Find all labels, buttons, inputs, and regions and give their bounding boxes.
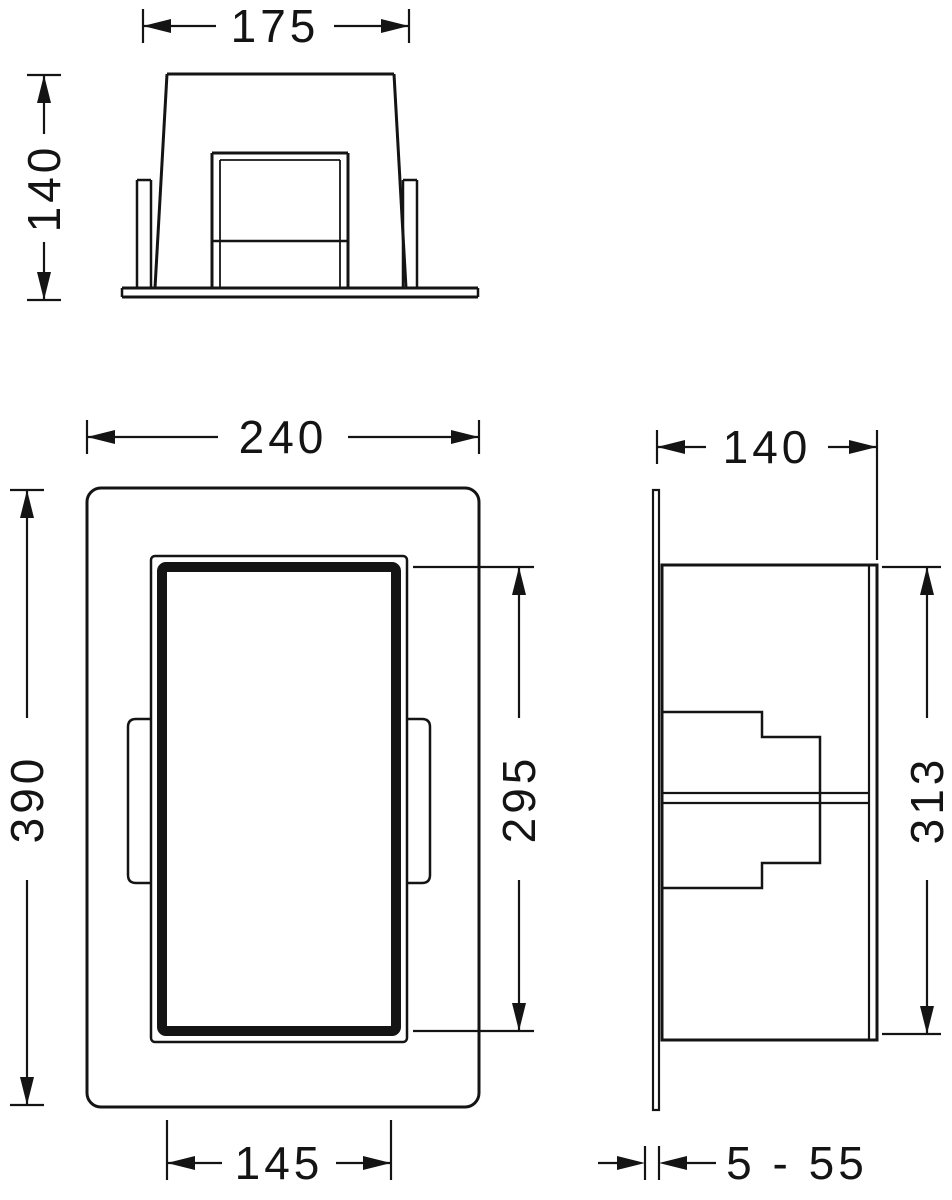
arrow-right <box>363 1156 391 1170</box>
arrow-right <box>451 430 479 444</box>
arrow-up <box>37 75 51 103</box>
arrow-up <box>20 490 34 518</box>
arrow-right <box>617 1156 645 1170</box>
niche-frame-band <box>157 562 401 1036</box>
right-clip <box>407 717 432 885</box>
arrow-right <box>381 19 409 33</box>
arrow-left <box>143 19 171 33</box>
arrow-down <box>920 1006 934 1034</box>
dim-label-top-height: 140 <box>18 144 70 233</box>
dim-top-height: 140 <box>18 73 70 302</box>
arrow-left <box>659 1156 687 1170</box>
dim-front-inner-height: 295 <box>413 565 545 1033</box>
dim-front-outer-height: 390 <box>1 488 53 1107</box>
dim-front-inner-width: 145 <box>165 1120 393 1189</box>
side-view: 140 313 <box>598 421 952 1189</box>
dim-side-install-range: 5 - 55 <box>598 1137 868 1189</box>
dim-label-front-inner-width: 145 <box>235 1137 324 1189</box>
dim-label-front-outer-height: 390 <box>1 755 53 844</box>
arrow-left <box>167 1156 195 1170</box>
arrow-left <box>87 430 115 444</box>
arrow-right <box>849 440 877 454</box>
dim-side-height: 313 <box>882 565 952 1036</box>
dim-front-outer-width: 240 <box>85 411 481 463</box>
body-left-edge <box>153 73 169 289</box>
dim-label-front-outer-width: 240 <box>239 411 328 463</box>
arrow-down <box>20 1077 34 1105</box>
arrow-down <box>37 272 51 300</box>
arrow-up <box>512 567 526 595</box>
dim-side-depth: 140 <box>655 421 879 560</box>
top-view: 175 140 <box>18 0 480 302</box>
side-view-drawing <box>651 488 879 1112</box>
front-view: 240 390 <box>1 411 545 1189</box>
arrow-down <box>512 1003 526 1031</box>
dim-label-side-depth: 140 <box>723 421 812 473</box>
top-view-drawing <box>120 72 480 299</box>
arrow-up <box>920 567 934 595</box>
clip-profile <box>662 710 822 890</box>
dim-label-side-install-range: 5 - 55 <box>726 1137 868 1189</box>
front-view-drawing <box>85 486 481 1109</box>
arrow-left <box>657 440 685 454</box>
left-clip <box>126 717 151 885</box>
dim-label-side-height: 313 <box>901 756 952 845</box>
dim-label-top-width: 175 <box>231 0 320 52</box>
dim-label-front-inner-height: 295 <box>493 755 545 844</box>
flange-edge <box>651 488 661 1112</box>
dim-top-width: 175 <box>141 0 411 52</box>
